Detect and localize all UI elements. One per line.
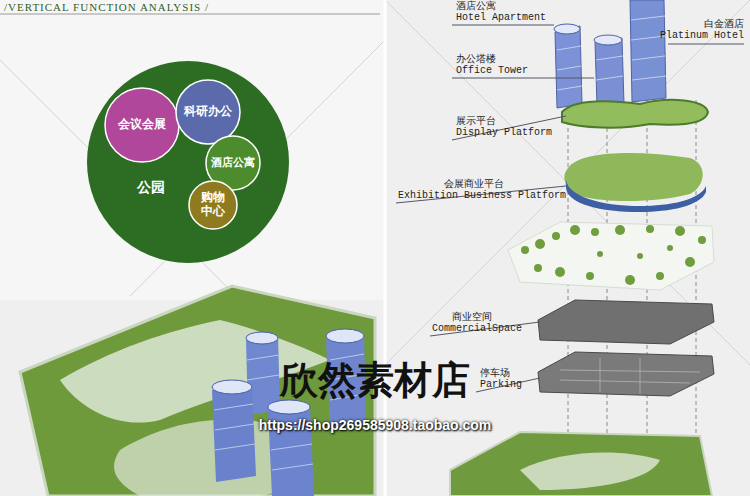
tower-top <box>212 380 252 394</box>
zone-circle: 公园 会议会展 科研办公酒店公寓购物中心 <box>87 61 289 263</box>
layer-label: Hotel Apartment <box>456 12 546 23</box>
leader-line <box>668 44 744 45</box>
leader-line <box>452 78 594 79</box>
tower-top <box>594 35 622 45</box>
parking-grid <box>560 358 700 394</box>
tower-top <box>246 332 278 344</box>
tower-top <box>326 329 364 343</box>
site-towers <box>212 329 366 496</box>
leader-line <box>476 378 540 392</box>
circle-shape <box>189 181 237 229</box>
exhibition-platform-top <box>564 153 702 201</box>
function-circle: 科研办公 <box>175 79 241 145</box>
function-label: 科研办公 <box>184 105 232 119</box>
circle-shape <box>105 88 179 162</box>
exhibition-platform-edge <box>566 180 706 212</box>
tower-stripes <box>557 16 666 90</box>
layer-label: 停车场 <box>480 367 510 378</box>
grid-line <box>385 0 750 365</box>
function-label: 会议会展 <box>118 118 166 132</box>
leader-lines <box>396 25 744 392</box>
layer-label: Office Tower <box>456 65 528 76</box>
zone-label: 公园 <box>137 179 165 195</box>
tower <box>212 384 256 482</box>
office-tower <box>595 38 624 106</box>
layer-label: Display Platform <box>456 127 552 138</box>
title-rule <box>0 14 380 15</box>
ground-site <box>450 432 712 496</box>
layer-label: Exhibition Business Platform <box>398 190 566 201</box>
watermark-url: https://shop269585908.taobao.com <box>259 418 492 433</box>
leader-line <box>430 322 540 336</box>
layer-label: 办公塔楼 <box>456 53 496 64</box>
layer-label: 会展商业平台 <box>444 178 504 189</box>
hotel-apartment-tower <box>555 26 582 108</box>
layer-label: 酒店公寓 <box>456 0 496 11</box>
commercial-space <box>538 300 714 344</box>
display-platform <box>562 100 708 128</box>
layer-label: Parking <box>480 379 522 390</box>
tower-top <box>554 24 580 34</box>
park-plate <box>508 222 714 290</box>
ground-plaza <box>520 453 660 490</box>
grid-line <box>385 0 750 365</box>
watermark: 欣然素材店 <box>280 360 470 402</box>
diagram-title: /VERTICAL FUNCTION ANALYSIS / <box>4 1 209 13</box>
left-panel <box>0 0 385 300</box>
trees <box>521 225 706 285</box>
platinum-hotel-tower <box>630 0 666 102</box>
leader-line <box>452 116 566 140</box>
leader-line <box>452 25 554 26</box>
layer-label: 商业空间 <box>452 311 492 322</box>
circle-shape <box>176 80 240 144</box>
function-circle: 会议会展 <box>104 87 180 163</box>
parking-level <box>538 352 714 396</box>
tower-top <box>268 400 310 414</box>
layer-label: CommercialSpace <box>432 323 522 334</box>
function-label: 酒店公寓 <box>211 157 255 170</box>
function-circle: 购物中心 <box>188 180 238 230</box>
grid-lines <box>0 0 750 365</box>
layer-label: 白金酒店 <box>704 18 744 29</box>
function-label: 购物中心 <box>200 191 226 219</box>
layer-label: 展示平台 <box>456 115 496 126</box>
towers <box>554 0 666 108</box>
layer-label: Platinum Hotel <box>660 30 744 41</box>
circle-shape <box>87 61 289 263</box>
